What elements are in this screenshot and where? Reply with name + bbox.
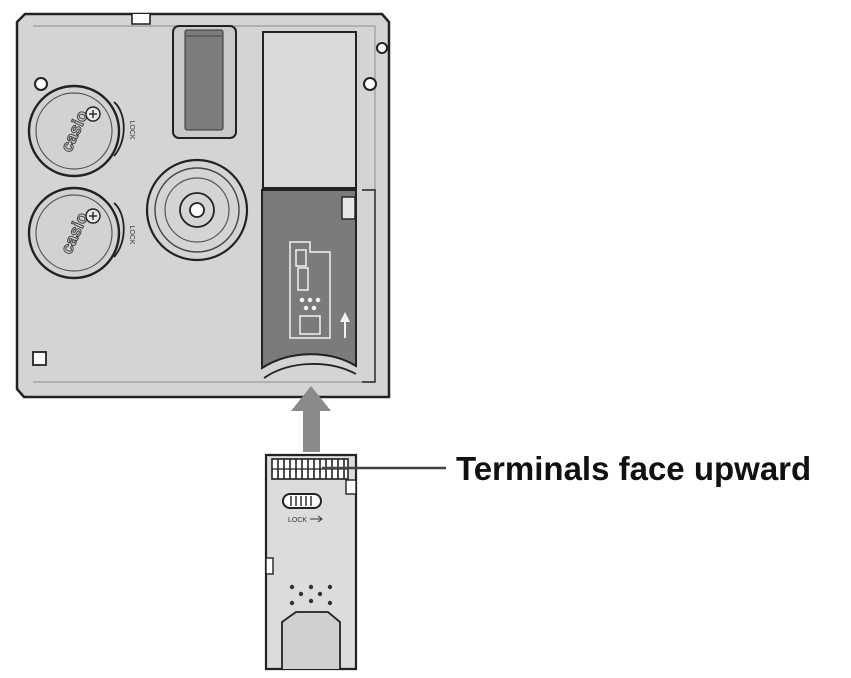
center-disc [145, 158, 249, 262]
memory-stick-lock-label: LOCK [288, 517, 307, 524]
battery-plus-icon-lower [85, 208, 101, 224]
slot-stick-outline [289, 241, 331, 339]
mount-hole-top-left [34, 77, 48, 91]
battery-holder-upper: casio LOCK [27, 84, 135, 178]
battery-lock-label-upper: LOCK [128, 120, 135, 139]
top-window [172, 25, 237, 139]
battery-plus-icon-upper [85, 106, 101, 122]
memory-stick-dots [289, 584, 333, 606]
card-slot [261, 189, 357, 379]
top-panel [262, 31, 357, 189]
memory-stick-label-recess [281, 611, 341, 669]
battery-lock-label-lower: LOCK [128, 225, 135, 244]
adapter-corner-marker [32, 351, 47, 366]
battery-holder-lower: casio LOCK [27, 186, 135, 280]
insertion-arrow [291, 386, 331, 452]
adapter-right-bracket [362, 189, 376, 383]
memory-card-adapter: casio LOCK casio LOCK [15, 12, 391, 399]
memory-stick: LOCK [264, 453, 358, 671]
lock-arrow-icon [310, 515, 323, 523]
slot-insert-arrow-icon [340, 312, 350, 338]
mount-hole-top-right-2 [363, 77, 377, 91]
mount-hole-top-right-1 [376, 42, 388, 54]
memory-stick-corner-notch [345, 479, 357, 495]
callout-label: Terminals face upward [456, 450, 812, 487]
memory-stick-side-notch [265, 557, 274, 575]
memory-stick-lock-switch [282, 493, 322, 509]
adapter-top-notch [131, 14, 151, 25]
